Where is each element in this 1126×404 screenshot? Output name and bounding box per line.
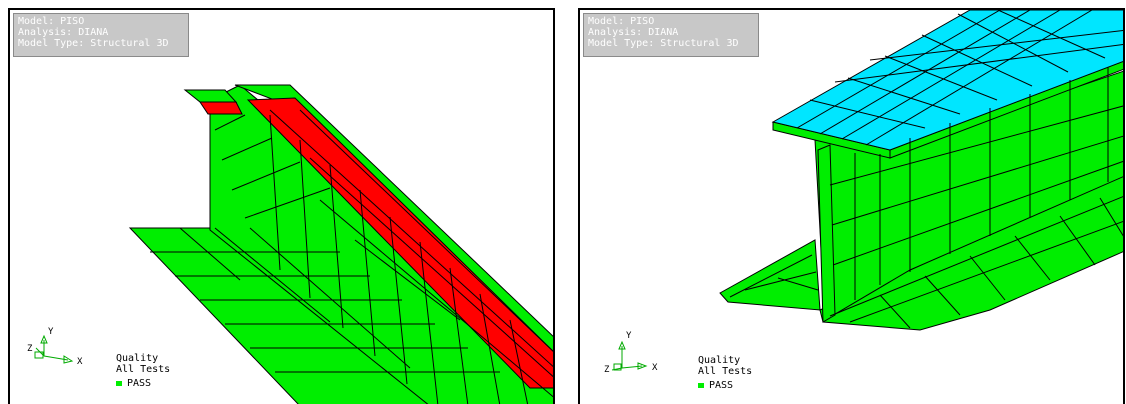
axis-z-label: Z bbox=[604, 365, 610, 375]
mesh-model-right[interactable] bbox=[580, 10, 1125, 404]
legend-pass-entry: PASS bbox=[698, 380, 752, 391]
quality-legend: Quality All Tests PASS bbox=[698, 355, 752, 391]
mesh-model-left[interactable] bbox=[10, 10, 555, 404]
pass-swatch-icon bbox=[116, 380, 122, 386]
axis-z-label: Z bbox=[27, 344, 33, 354]
axis-x-label: X bbox=[652, 363, 658, 373]
legend-pass-label: PASS bbox=[127, 378, 152, 389]
axis-x-label: X bbox=[77, 357, 83, 367]
legend-title: Quality bbox=[116, 353, 159, 364]
axis-y-label: Y bbox=[626, 331, 632, 341]
axis-triad-icon: Y Z X bbox=[27, 327, 83, 367]
legend-subtitle: All Tests bbox=[698, 366, 753, 377]
legend-subtitle: All Tests bbox=[116, 364, 171, 375]
axis-y-label: Y bbox=[48, 327, 54, 337]
model-name: Model: PISO bbox=[18, 16, 85, 27]
model-type: Model Type: Structural 3D bbox=[588, 38, 739, 49]
legend-pass-label: PASS bbox=[709, 380, 734, 391]
analysis-name: Analysis: DIANA bbox=[18, 27, 109, 38]
model-type: Model Type: Structural 3D bbox=[18, 38, 169, 49]
axis-triad-icon: Y Z X bbox=[604, 331, 658, 375]
model-info-box: Model: PISO Analysis: DIANA Model Type: … bbox=[13, 13, 189, 57]
legend-pass-entry: PASS bbox=[116, 378, 170, 389]
model-name: Model: PISO bbox=[588, 16, 655, 27]
pass-swatch-icon bbox=[698, 382, 704, 388]
viewport-right[interactable]: Model: PISO Analysis: DIANA Model Type: … bbox=[578, 8, 1125, 404]
viewport-left[interactable]: Model: PISO Analysis: DIANA Model Type: … bbox=[8, 8, 555, 404]
analysis-name: Analysis: DIANA bbox=[588, 27, 679, 38]
legend-title: Quality bbox=[698, 355, 741, 366]
quality-legend: Quality All Tests PASS bbox=[116, 353, 170, 389]
model-info-box: Model: PISO Analysis: DIANA Model Type: … bbox=[583, 13, 759, 57]
